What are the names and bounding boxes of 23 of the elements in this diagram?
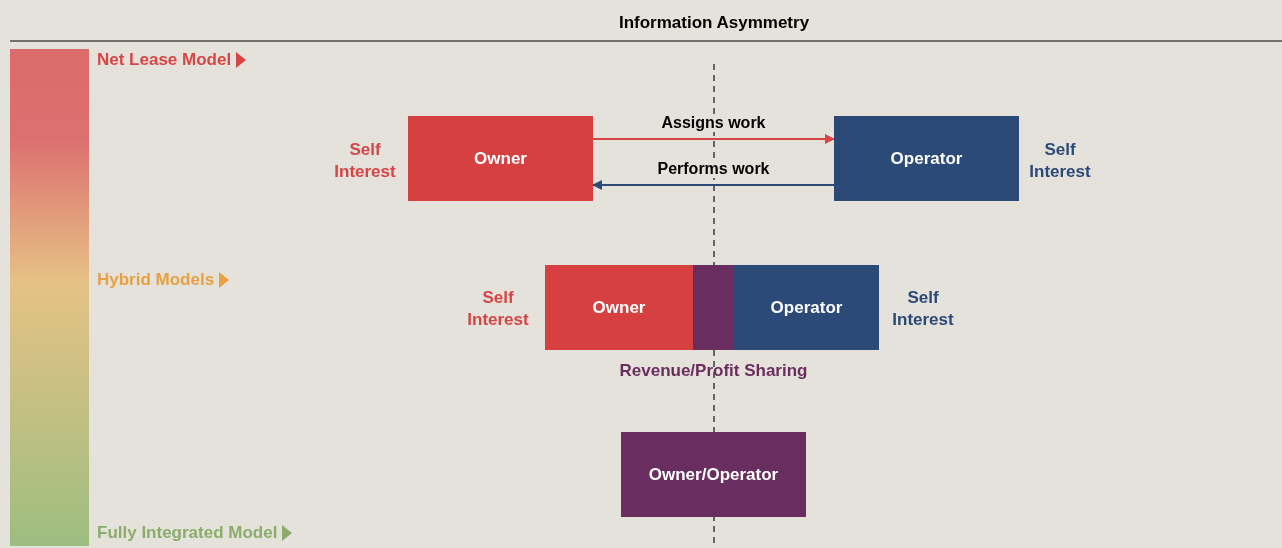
process-box bbox=[545, 265, 693, 350]
process-box bbox=[734, 265, 879, 350]
process-box bbox=[621, 432, 806, 517]
edge-label: Assigns work bbox=[659, 114, 768, 132]
node-label: Owner bbox=[592, 297, 646, 318]
process-box bbox=[408, 116, 593, 201]
scale-label: Net Lease Model bbox=[97, 50, 232, 70]
side-note: Self Interest bbox=[1028, 139, 1092, 183]
side-note: Self Interest bbox=[891, 287, 955, 331]
scale-label: Fully Integrated Model bbox=[97, 523, 278, 543]
diagram-title: Information Asymmetry bbox=[617, 13, 811, 33]
side-note: Self Interest bbox=[466, 287, 530, 331]
side-note: Self Interest bbox=[333, 139, 397, 183]
edge-label: Performs work bbox=[655, 160, 772, 178]
node-label: Owner bbox=[474, 148, 527, 169]
node-label: Owner/Operator bbox=[648, 464, 779, 485]
arrow bbox=[592, 180, 835, 190]
node-label: Operator bbox=[890, 148, 963, 169]
process-box bbox=[834, 116, 1019, 201]
arrow bbox=[592, 134, 835, 144]
sharing-label: Revenue/Profit Sharing bbox=[618, 361, 809, 381]
node-label: Operator bbox=[770, 297, 843, 318]
scale-label: Hybrid Models bbox=[97, 270, 215, 290]
